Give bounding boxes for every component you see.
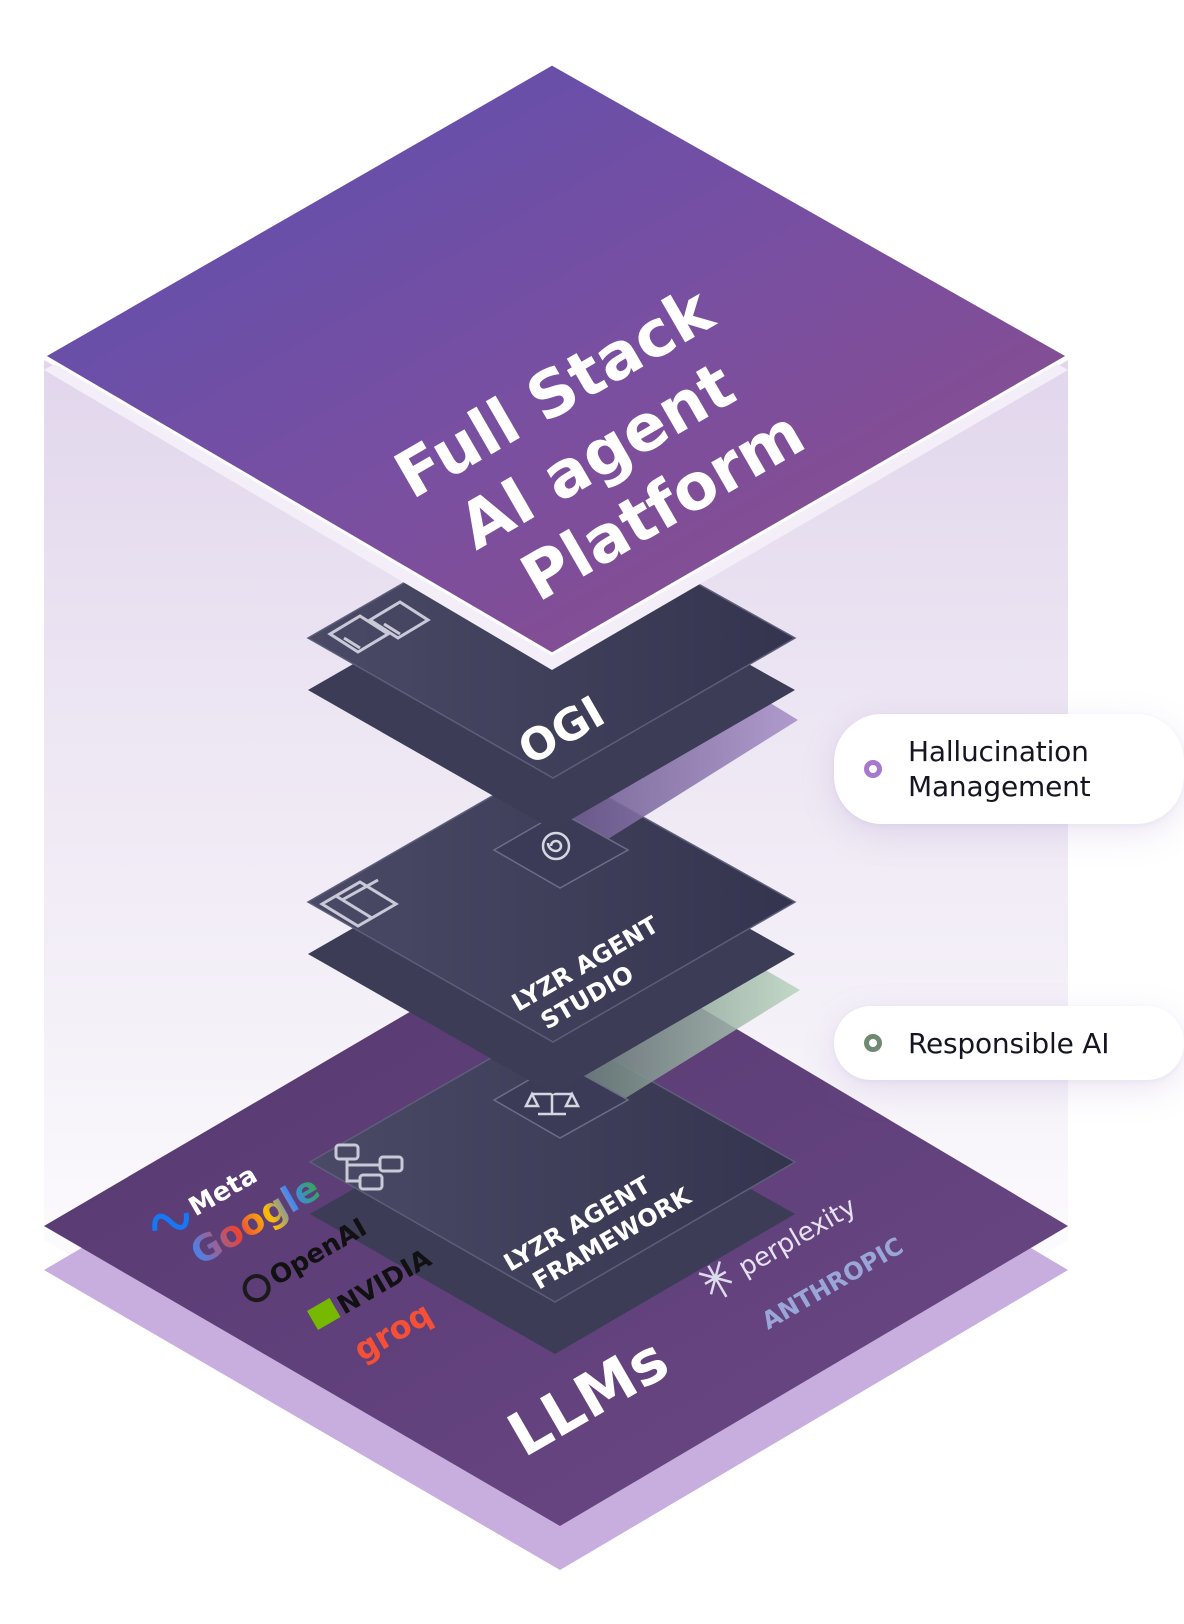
apps-grid-icon — [327, 600, 431, 654]
nvidia-logo-icon — [307, 1297, 341, 1330]
studio-layer — [306, 763, 797, 1094]
layout-panel-icon — [319, 878, 399, 928]
perplexity-logo-icon — [698, 1261, 733, 1298]
hallucination-label-line2: Management — [908, 770, 1091, 803]
responsible-label: Responsible AI — [908, 1026, 1110, 1060]
framework-layer — [308, 1023, 797, 1354]
platform-layer — [41, 62, 1072, 670]
openai-logo-icon — [242, 1274, 271, 1303]
balance-scale-icon — [523, 1088, 581, 1116]
hallucination-label: Hallucination Management — [908, 734, 1138, 804]
meta-logo-icon — [152, 1212, 189, 1232]
brain-chip — [492, 811, 630, 889]
hallucination-management-callout: Hallucination Management — [834, 714, 1184, 824]
responsible-dot-icon — [864, 1034, 882, 1052]
hierarchy-tree-icon — [334, 1143, 404, 1191]
hallucination-label-line1: Hallucination — [908, 735, 1089, 768]
brain-spiral-icon — [541, 831, 571, 861]
responsible-ai-callout: Responsible AI — [834, 1006, 1184, 1080]
hallucination-dot-icon — [864, 760, 882, 778]
